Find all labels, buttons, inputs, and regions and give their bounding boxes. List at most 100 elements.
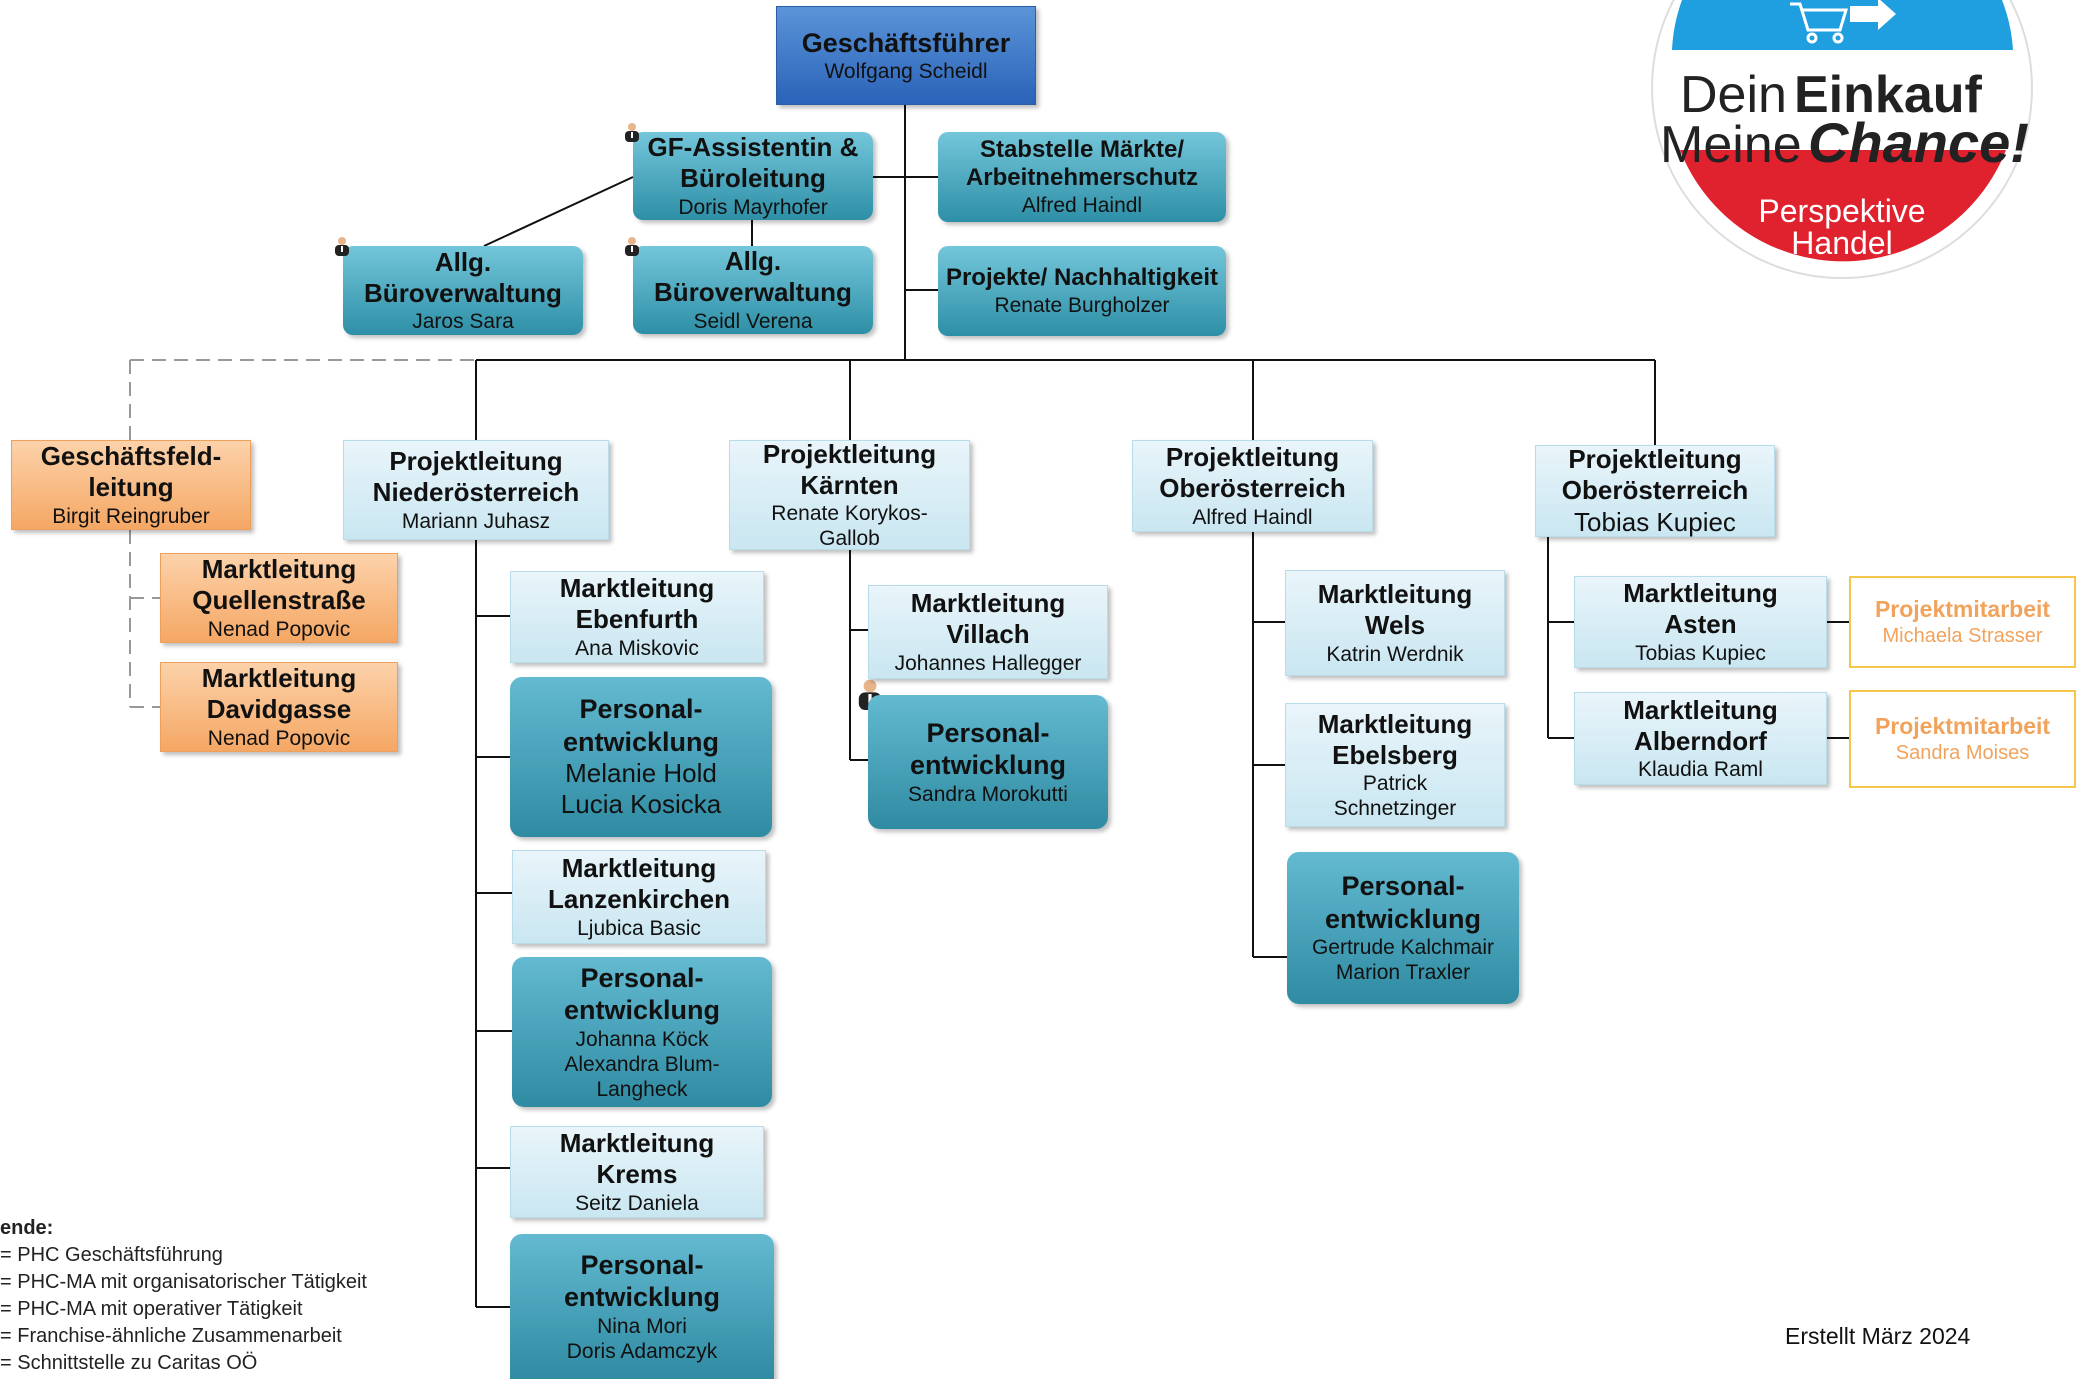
pl-kaernten-title: Projektleitung Kärnten	[762, 438, 937, 500]
logo-text-chance: Chance!	[1808, 111, 2029, 174]
logo-text-meine: Meine	[1660, 116, 1802, 174]
personalentwicklung-name: Alexandra Blum-Langheck	[564, 1052, 720, 1101]
personalentwicklung-name: Gertrude Kalchmair	[1311, 936, 1495, 960]
dein-einkauf-logo: Dein Einkauf Meine Chance! Perspektive H…	[1651, 0, 2033, 279]
assistant-name: Doris Mayrhofer	[678, 195, 828, 219]
marktleitung-alberndorf-name: Klaudia Raml	[1638, 758, 1763, 782]
marktleitung-villach-name: Johannes Hallegger	[894, 651, 1082, 675]
marktleitung-davidgasse-title: Marktleitung Davidgasse	[201, 663, 357, 725]
personalentwicklung-name: Doris Adamczyk	[566, 1339, 718, 1363]
legend: ende: = PHC Geschäftsführung = PHC-MA mi…	[0, 1215, 367, 1377]
marktleitung-davidgasse-box: Marktleitung Davidgasse Nenad Popovic	[160, 662, 398, 752]
projektmitarbeit-name: Sandra Moises	[1895, 741, 2030, 764]
personalentwicklung-name: Melanie Hold	[565, 758, 717, 789]
shopping-cart-icon	[1790, 2, 1849, 44]
projektmitarbeit-title: Projektmitarbeit	[1874, 713, 2051, 740]
personalentwicklung-name: Johanna Köck	[575, 1027, 709, 1051]
legend-item: = PHC-MA mit operativer Tätigkeit	[0, 1298, 303, 1320]
personalentwicklung-title: Personal-entwicklung	[1324, 871, 1481, 934]
created-date: Erstellt März 2024	[1785, 1323, 1971, 1349]
person-icon	[625, 123, 639, 142]
marktleitung-asten-name: Tobias Kupiec	[1635, 641, 1766, 665]
marktleitung-davidgasse-name: Nenad Popovic	[207, 726, 351, 750]
legend-item: = Franchise-ähnliche Zusammenarbeit	[0, 1325, 342, 1347]
logo-text-einkauf: Einkauf	[1794, 66, 1982, 124]
marktleitung-alberndorf-title: Marktleitung Alberndorf	[1623, 694, 1778, 756]
geschaeftsfeld-lead-name: Birgit Reingruber	[52, 504, 210, 528]
personalentwicklung-title: Personal-entwicklung	[562, 694, 719, 757]
marktleitung-wels-name: Katrin Werdnik	[1326, 642, 1464, 666]
buero1-box: Allg. Büroverwaltung Jaros Sara	[343, 246, 583, 335]
marktleitung-lanzenkirchen-box: Marktleitung Lanzenkirchen Ljubica Basic	[512, 850, 766, 944]
projektmitarbeit-1-box: Projektmitarbeit Michaela Strasser	[1849, 576, 2076, 668]
ceo-title: Geschäftsführer	[801, 27, 1011, 58]
stabstelle-box: Stabstelle Märkte/ Arbeitnehmerschutz Al…	[938, 132, 1226, 222]
personalentwicklung-noe-1-box: Personal-entwicklung Melanie Hold Lucia …	[510, 677, 772, 837]
marktleitung-ebelsberg-name: Patrick Schnetzinger	[1333, 772, 1457, 821]
marktleitung-wels-title: Marktleitung Wels	[1317, 579, 1473, 641]
personalentwicklung-title: Personal-entwicklung	[909, 718, 1066, 781]
marktleitung-wels-box: Marktleitung Wels Katrin Werdnik	[1285, 570, 1505, 676]
projektmitarbeit-2-box: Projektmitarbeit Sandra Moises	[1849, 690, 2076, 788]
legend-item: = PHC Geschäftsführung	[0, 1244, 223, 1266]
marktleitung-villach-box: Marktleitung Villach Johannes Hallegger	[868, 585, 1108, 679]
buero1-name: Jaros Sara	[412, 310, 514, 334]
pl-oberoesterreich-title: Projektleitung Oberösterreich	[1159, 442, 1346, 504]
personalentwicklung-ktn-box: Personal-entwicklung Sandra Morokutti	[868, 695, 1108, 829]
marktleitung-krems-name: Seitz Daniela	[575, 1191, 699, 1215]
personalentwicklung-noe-3-box: Personal-entwicklung Nina Mori Doris Ada…	[510, 1234, 774, 1379]
personalentwicklung-ooe-box: Personal-entwicklung Gertrude Kalchmair …	[1287, 852, 1519, 1004]
marktleitung-alberndorf-box: Marktleitung Alberndorf Klaudia Raml	[1574, 692, 1827, 785]
marktleitung-krems-box: Marktleitung Krems Seitz Daniela	[510, 1126, 764, 1218]
pl-oberoesterreich-2-box: Projektleitung Oberösterreich Tobias Kup…	[1535, 444, 1775, 537]
ceo-box: Geschäftsführer Wolfgang Scheidl	[776, 6, 1036, 105]
geschaeftsfeld-lead-title: Geschäftsfeld-leitung	[40, 441, 222, 503]
pl-oberoesterreich-1-box: Projektleitung Oberösterreich Alfred Hai…	[1132, 440, 1373, 532]
assistant-title: GF-Assistentin & Büroleitung	[647, 132, 859, 194]
marktleitung-asten-title: Marktleitung Asten	[1623, 578, 1778, 640]
pl-oberoesterreich-name: Alfred Haindl	[1192, 505, 1313, 529]
pl-niederoesterreich-name: Mariann Juhasz	[401, 509, 551, 533]
marktleitung-ebelsberg-box: Marktleitung Ebelsberg Patrick Schnetzin…	[1285, 703, 1505, 827]
pl-kaernten-box: Projektleitung Kärnten Renate Korykos-Ga…	[729, 438, 970, 551]
marktleitung-ebenfurth-name: Ana Miskovic	[575, 636, 699, 660]
personalentwicklung-noe-2-box: Personal-entwicklung Johanna Köck Alexan…	[512, 957, 772, 1107]
personalentwicklung-name: Nina Mori	[597, 1314, 687, 1338]
person-icon	[335, 237, 349, 256]
marktleitung-lanzenkirchen-name: Ljubica Basic	[577, 916, 701, 940]
pl-oberoesterreich-name: Tobias Kupiec	[1574, 506, 1736, 537]
projekte-title: Projekte/ Nachhaltigkeit	[945, 264, 1219, 291]
personalentwicklung-name: Lucia Kosicka	[560, 789, 722, 820]
pl-oberoesterreich-title: Projektleitung Oberösterreich	[1561, 444, 1749, 506]
personalentwicklung-title: Personal-entwicklung	[563, 1249, 720, 1313]
marktleitung-quellenstrasse-name: Nenad Popovic	[207, 617, 351, 641]
marktleitung-ebenfurth-title: Marktleitung Ebenfurth	[559, 573, 715, 635]
personalentwicklung-name: Sandra Morokutti	[908, 782, 1068, 806]
stabstelle-title: Stabstelle Märkte/ Arbeitnehmerschutz	[965, 135, 1199, 192]
ceo-name: Wolfgang Scheidl	[824, 60, 988, 84]
legend-item: = PHC-MA mit organisatorischer Tätigkeit	[0, 1271, 367, 1293]
buero2-title: Allg. Büroverwaltung	[654, 246, 852, 308]
legend-heading: ende:	[0, 1217, 54, 1239]
geschaeftsfeld-lead-box: Geschäftsfeld-leitung Birgit Reingruber	[11, 440, 251, 530]
buero2-box: Allg. Büroverwaltung Seidl Verena	[633, 246, 873, 334]
personalentwicklung-title: Personal-entwicklung	[563, 962, 720, 1026]
projektmitarbeit-name: Michaela Strasser	[1882, 624, 2043, 647]
logo-text-perspektive: Perspektive	[1758, 193, 1925, 229]
marktleitung-ebelsberg-title: Marktleitung Ebelsberg	[1317, 708, 1473, 770]
stabstelle-name: Alfred Haindl	[1021, 194, 1143, 218]
marktleitung-krems-title: Marktleitung Krems	[559, 1128, 715, 1190]
marktleitung-ebenfurth-box: Marktleitung Ebenfurth Ana Miskovic	[510, 571, 764, 663]
pl-kaernten-name: Renate Korykos-Gallob	[771, 502, 928, 551]
logo-text-dein: Dein	[1680, 66, 1787, 124]
projekte-box: Projekte/ Nachhaltigkeit Renate Burgholz…	[938, 246, 1226, 336]
logo-text-handel: Handel	[1791, 225, 1892, 261]
marktleitung-lanzenkirchen-title: Marktleitung Lanzenkirchen	[547, 853, 731, 915]
buero1-title: Allg. Büroverwaltung	[364, 246, 562, 308]
marktleitung-asten-box: Marktleitung Asten Tobias Kupiec	[1574, 576, 1827, 668]
personalentwicklung-name: Marion Traxler	[1335, 961, 1471, 985]
pl-niederoesterreich-box: Projektleitung Niederösterreich Mariann …	[343, 440, 609, 540]
assistant-box: GF-Assistentin & Büroleitung Doris Mayrh…	[633, 132, 873, 220]
pl-niederoesterreich-title: Projektleitung Niederösterreich	[372, 446, 580, 508]
